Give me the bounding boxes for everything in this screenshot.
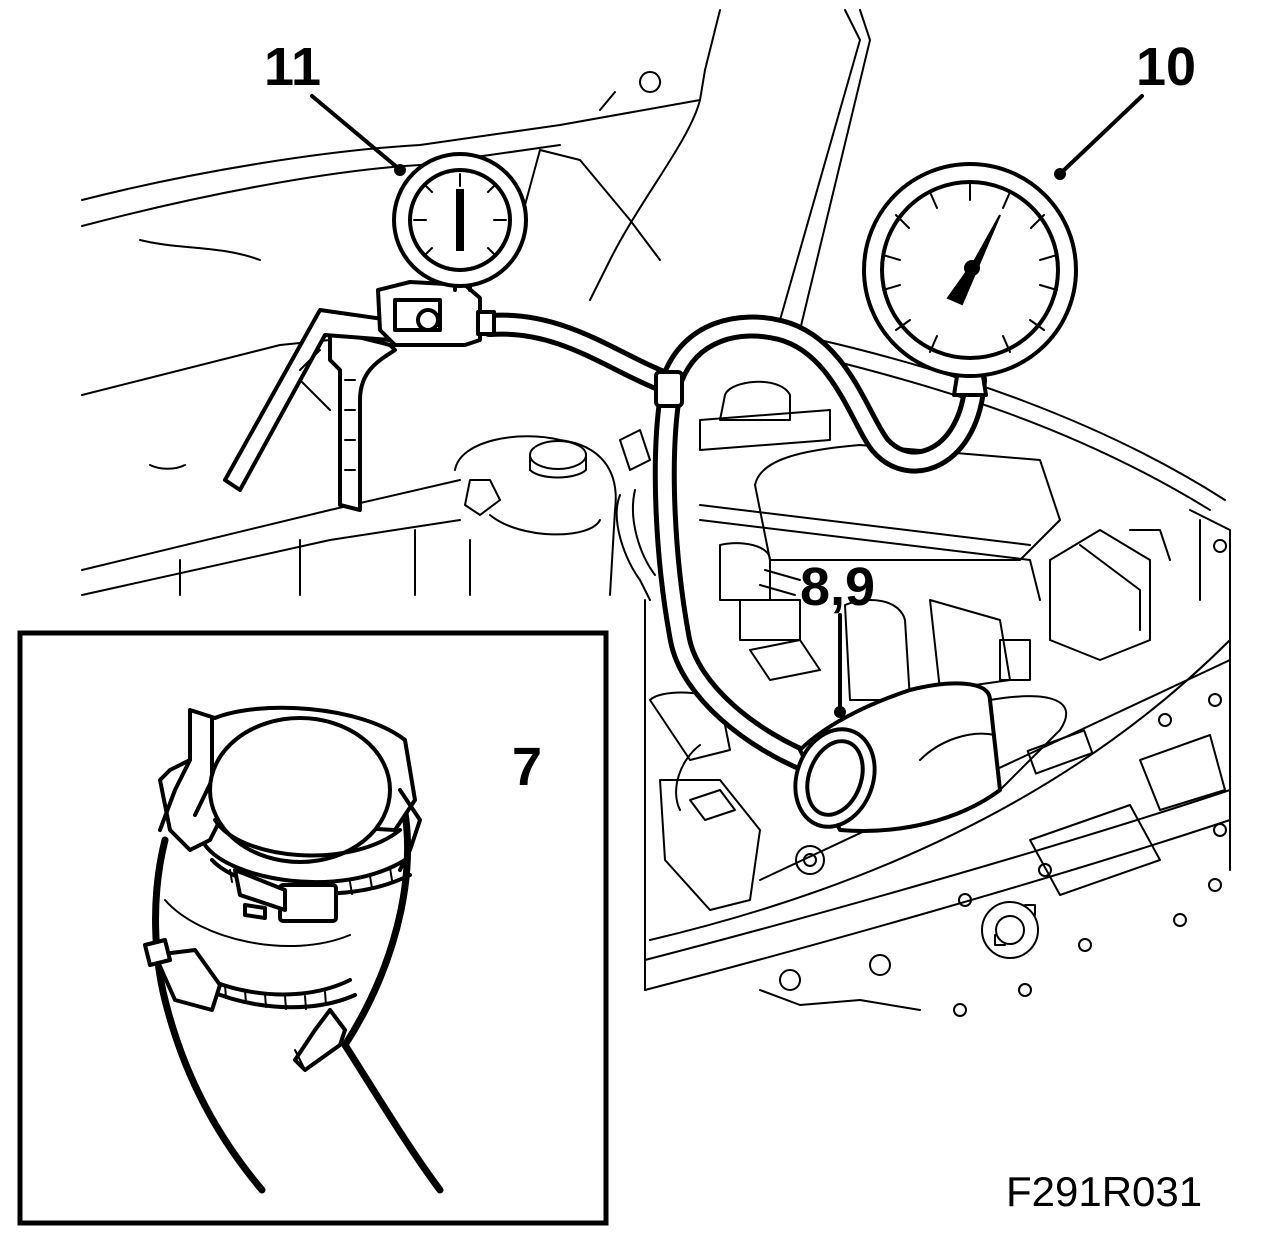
inset-detail xyxy=(17,630,609,1226)
callout-inset-hose: 7 xyxy=(512,737,543,797)
pressure-gauge xyxy=(862,162,1078,397)
large-gauge-ticks xyxy=(882,181,1058,353)
hand-pump-tool xyxy=(223,152,528,512)
callout-gauge-small: 11 xyxy=(264,37,322,97)
lower-clamp-ridges xyxy=(224,984,327,1010)
pressure-hoses xyxy=(478,312,987,777)
small-gauge-needle xyxy=(456,189,464,251)
figure-code: F291R031 xyxy=(1006,1168,1203,1215)
radiator-outlet-adapter xyxy=(793,681,1067,833)
callout-gauge-large: 10 xyxy=(1136,37,1197,97)
callout-hose-connection: 8,9 xyxy=(800,557,876,617)
small-gauge-ticks xyxy=(413,173,507,257)
